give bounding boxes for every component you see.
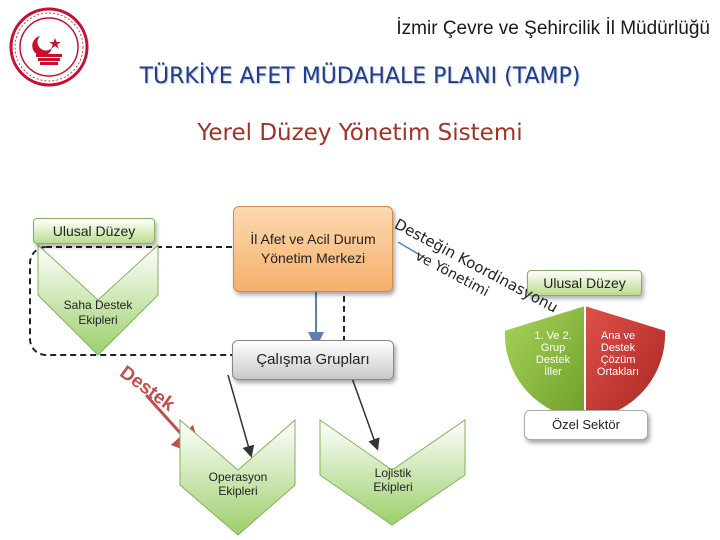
saha-destek-label: Saha Destek Ekipleri	[63, 298, 133, 327]
operasyon-chevron-shape	[179, 418, 296, 536]
page-subtitle: Yerel Düzey Yönetim Sistemi	[197, 120, 523, 146]
ulusal-duzey-right-box: Ulusal Düzey	[527, 270, 642, 296]
calisma-gruplari-label: Çalışma Grupları	[256, 351, 370, 368]
il-afet-merkezi-label: İl Afet ve Acil Durum Yönetim Merkezi	[250, 231, 376, 266]
arrow-to-operasyon	[227, 374, 255, 458]
ulusal-duzey-right-label: Ulusal Düzey	[543, 275, 626, 291]
ozel-sektor-label: Özel Sektör	[552, 417, 620, 432]
organization-name: İzmir Çevre ve Şehircilik İl Müdürlüğü	[396, 18, 710, 39]
ministry-seal-icon	[8, 6, 90, 88]
ulusal-duzey-left-label: Ulusal Düzey	[52, 223, 136, 239]
page-title: TÜRKİYE AFET MÜDAHALE PLANI (TAMP)	[139, 64, 581, 89]
lojistik-label: Lojistik Ekipleri	[373, 466, 413, 494]
pie-red-label: Ana ve Destek Çözüm Ortakları	[596, 330, 640, 378]
left-chevron-shape	[37, 243, 159, 356]
calisma-gruplari-box: Çalışma Grupları	[232, 340, 394, 380]
pie-green-label: 1. Ve 2. Grup Destek İller	[534, 330, 572, 378]
ozel-sektor-box: Özel Sektör	[524, 410, 648, 440]
ulusal-duzey-left-box: Ulusal Düzey	[33, 218, 155, 244]
arrow-il-to-right	[397, 241, 426, 259]
arrow-to-lojistik	[351, 377, 380, 451]
saha-destek-box: Saha Destek Ekipleri	[38, 298, 158, 332]
il-afet-merkezi-box: İl Afet ve Acil Durum Yönetim Merkezi	[233, 206, 393, 292]
saha-region-outline	[29, 246, 345, 356]
lojistik-chevron-shape	[319, 419, 466, 526]
operasyon-label: Operasyon Ekipleri	[208, 470, 268, 498]
